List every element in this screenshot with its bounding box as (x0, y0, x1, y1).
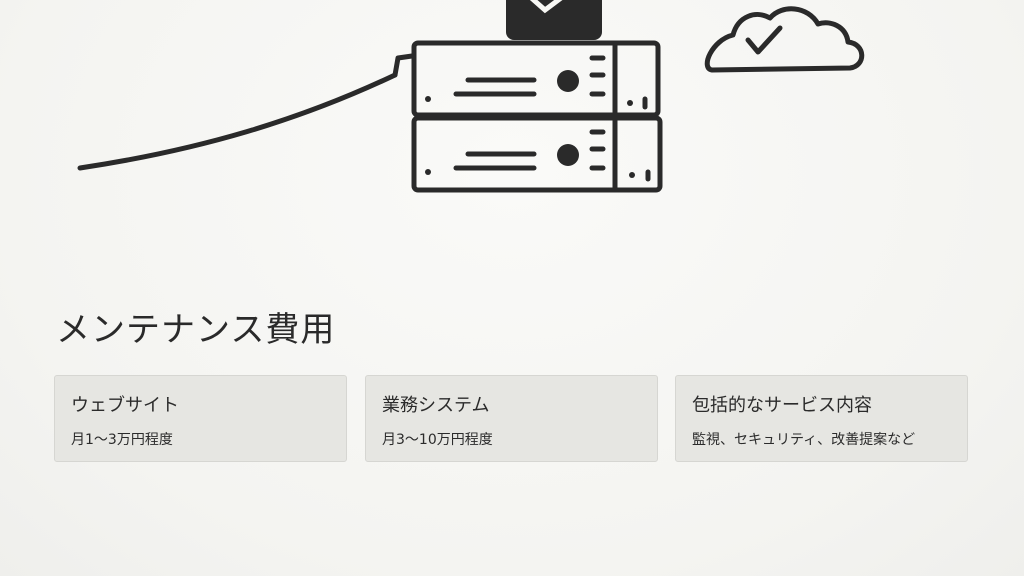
card-business-system: 業務システム 月3〜10万円程度 (365, 375, 658, 462)
cloud-icon (704, 6, 865, 73)
page-title: メンテナンス費用 (56, 310, 336, 350)
card-title: 包括的なサービス内容 (692, 395, 872, 416)
card-services: 包括的なサービス内容 監視、セキュリティ、改善提案など (675, 375, 968, 462)
card-website: ウェブサイト 月1〜3万円程度 (54, 375, 347, 462)
cable (77, 72, 398, 171)
server-cloud-illustration (77, 0, 865, 193)
check-icon (745, 25, 783, 55)
server-unit-bottom (411, 115, 663, 193)
card-text: 監視、セキュリティ、改善提案など (692, 432, 916, 448)
card-text: 月1〜3万円程度 (71, 432, 173, 448)
card-title: ウェブサイト (71, 395, 179, 416)
card-title: 業務システム (382, 395, 490, 416)
server-unit-top (411, 40, 661, 118)
card-text: 月3〜10万円程度 (382, 432, 493, 448)
